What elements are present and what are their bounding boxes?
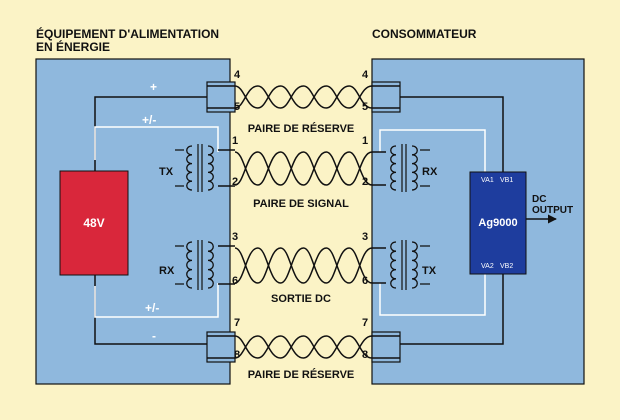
dc-output-line1: DC: [532, 194, 546, 205]
spare-pair-top-wire-b: [234, 85, 373, 109]
left-primary-leads: [175, 149, 184, 285]
pin-right-2: 2: [362, 176, 368, 188]
dc-output-line2: OUTPUT: [532, 205, 573, 216]
plus-minus-top-label: +/-: [142, 113, 156, 127]
spare-pair-top-left-box: [206, 81, 236, 113]
spare-pair-bottom-right-box: [371, 331, 401, 363]
right-tx-transformer-primary-coil: [390, 241, 397, 289]
pin-left-6: 6: [232, 275, 238, 287]
right-power-wire: [375, 96, 504, 345]
right-tx-transformer-secondary-coil: [411, 241, 418, 289]
left-title-line2: EN ÉNERGIE: [36, 39, 110, 54]
spare-pair-bottom-wire-a: [234, 335, 373, 359]
left-tx-label: TX: [159, 166, 174, 178]
right-dc-leads: [372, 247, 386, 284]
spare-pair-top-right-box: [371, 81, 401, 113]
pin-left-4: 4: [234, 69, 241, 81]
generated-shapes: [175, 81, 430, 363]
right-rx-label: RX: [422, 166, 438, 178]
spare-pair-top-wire-a: [234, 85, 373, 109]
pin-right-4: 4: [362, 69, 369, 81]
chip-pin-vb2: VB2: [500, 263, 513, 270]
spare-pair-bottom-wire-b: [234, 335, 373, 359]
battery-label: 48V: [83, 216, 104, 230]
right-center-tap-wire: [379, 129, 486, 316]
left-dc-leads: [218, 245, 235, 285]
dc-pair-wire-a: [234, 247, 373, 284]
pin-left-8: 8: [234, 349, 240, 361]
minus-label: -: [152, 329, 156, 343]
chip-pin-va2: VA2: [481, 263, 494, 270]
left-title-line1: ÉQUIPEMENT D'ALIMENTATION: [36, 26, 219, 41]
left-signal-leads: [218, 149, 235, 187]
pin-left-1: 1: [232, 135, 238, 147]
pin-right-7: 7: [362, 317, 368, 329]
left-rx-transformer-primary-coil: [186, 241, 193, 289]
right-rx-transformer-secondary-coil: [411, 145, 418, 191]
signal-pair-wire-a: [234, 151, 373, 186]
right-secondary-leads: [420, 149, 430, 285]
pair-label-2: PAIRE DE SIGNAL: [253, 198, 349, 210]
chip-label: Ag9000: [478, 217, 517, 229]
pin-left-3: 3: [232, 231, 238, 243]
spare-pair-bottom-left-box: [206, 331, 236, 363]
left-rx-transformer-secondary-coil: [207, 241, 214, 289]
pin-right-5: 5: [362, 101, 368, 113]
pair-label-3: SORTIE DC: [271, 293, 331, 305]
pin-right-3: 3: [362, 231, 368, 243]
pin-left-2: 2: [232, 176, 238, 188]
chip-pin-va1: VA1: [481, 177, 494, 184]
left-rx-label: RX: [159, 265, 175, 277]
left-tx-transformer-secondary-coil: [207, 145, 214, 191]
pin-left-7: 7: [234, 317, 240, 329]
plus-minus-bottom-label: +/-: [145, 301, 159, 315]
dc-pair-wire-b: [234, 247, 373, 284]
pair-label-4: PAIRE DE RÉSERVE: [248, 368, 355, 381]
right-title: CONSOMMATEUR: [372, 27, 477, 41]
battery-48v: [59, 170, 129, 276]
pin-right-6: 6: [362, 275, 368, 287]
left-tx-transformer-primary-coil: [186, 145, 193, 191]
pin-right-1: 1: [362, 135, 368, 147]
signal-pair-wire-b: [234, 151, 373, 186]
plus-label: +: [150, 80, 157, 94]
right-signal-leads: [372, 151, 386, 186]
right-tx-label: TX: [422, 265, 437, 277]
ag9000-chip: [469, 171, 527, 275]
chip-pin-vb1: VB1: [500, 177, 513, 184]
right-rx-transformer-primary-coil: [390, 145, 397, 191]
left-center-tap-wire: [94, 126, 219, 318]
pair-label-1: PAIRE DE RÉSERVE: [248, 122, 355, 135]
